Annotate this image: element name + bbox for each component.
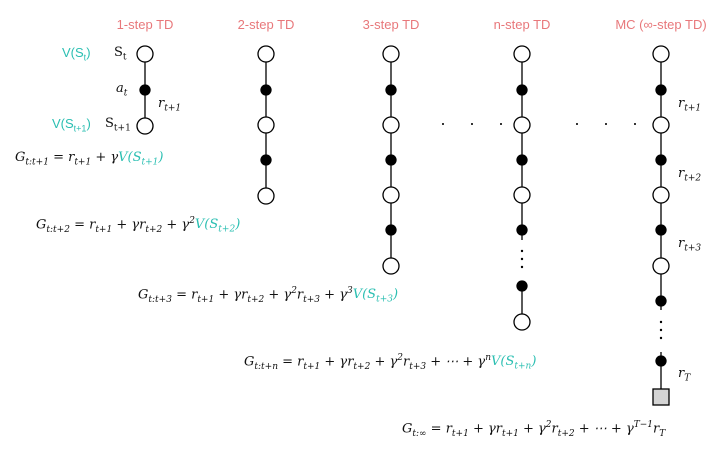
header-1-step-td: 1-step TD: [116, 17, 174, 32]
equation-2-step: Gt:t+2 = rt+1 + γrt+2 + γ2V(St+2): [36, 216, 241, 235]
action-node: [655, 355, 667, 367]
action-node: [385, 84, 397, 96]
state-node: [652, 45, 670, 63]
equation-mc: Gt:∞ = rt+1 + γrt+1 + γ2rt+2 + ⋯ + γT−1r…: [402, 420, 666, 439]
header-2-step-td: 2-step TD: [237, 17, 295, 32]
state-node: [136, 117, 154, 135]
reward-label-rt1: rt+1: [158, 96, 182, 114]
action-node: [516, 84, 528, 96]
state-node: [136, 45, 154, 63]
mc-reward-rT: rT: [678, 366, 691, 384]
state-label-st1: St+1: [105, 116, 131, 134]
action-node: [516, 224, 528, 236]
value-label-st1: V(St+1): [52, 116, 91, 134]
horizontal-ellipsis-left: · · ·: [440, 113, 513, 133]
equation-n-step: Gt:t+n = rt+1 + γrt+2 + γ2rt+3 + ⋯ + γnV…: [244, 353, 537, 372]
action-node: [655, 84, 667, 96]
backup-diagram-1-step: [136, 45, 154, 135]
backup-diagram-2-step: [257, 45, 275, 205]
state-node: [257, 116, 275, 134]
state-node: [382, 186, 400, 204]
state-node: [382, 45, 400, 63]
action-node: [655, 295, 667, 307]
backup-diagram-3-step: [382, 45, 400, 275]
backup-diagram-n-step: [513, 45, 531, 331]
action-label-at: at: [116, 81, 128, 99]
header-n-step-td: n-step TD: [493, 17, 551, 32]
equation-1-step: Gt:t+1 = rt+1 + γV(St+1): [15, 150, 164, 168]
vertical-ellipsis-mc: [659, 320, 663, 340]
header-mc-td: MC (∞-step TD): [615, 17, 707, 32]
action-node: [260, 84, 272, 96]
action-node: [655, 224, 667, 236]
vertical-ellipsis-n: [520, 249, 524, 269]
state-node: [652, 116, 670, 134]
header-3-step-td: 3-step TD: [362, 17, 420, 32]
state-node: [513, 116, 531, 134]
action-node: [655, 154, 667, 166]
mc-reward-rt3: rt+3: [678, 236, 702, 254]
state-node: [257, 187, 275, 205]
mc-reward-rt1: rt+1: [678, 96, 702, 114]
state-node: [382, 257, 400, 275]
horizontal-ellipsis-right: · · ·: [574, 113, 647, 133]
state-label-st: St: [114, 45, 127, 63]
action-node: [260, 154, 272, 166]
state-node: [652, 186, 670, 204]
mc-reward-rt2: rt+2: [678, 166, 702, 184]
backup-diagram-mc: [652, 45, 670, 406]
action-node: [139, 84, 151, 96]
action-node: [385, 224, 397, 236]
terminal-state: [652, 388, 670, 406]
state-node: [513, 186, 531, 204]
state-node: [652, 257, 670, 275]
state-node: [513, 45, 531, 63]
action-node: [516, 154, 528, 166]
action-node: [385, 154, 397, 166]
state-node: [382, 116, 400, 134]
value-label-st: V(St): [62, 45, 91, 63]
state-node: [257, 45, 275, 63]
equation-3-step: Gt:t+3 = rt+1 + γrt+2 + γ2rt+3 + γ3V(St+…: [138, 286, 399, 305]
state-node: [513, 313, 531, 331]
action-node: [516, 280, 528, 292]
